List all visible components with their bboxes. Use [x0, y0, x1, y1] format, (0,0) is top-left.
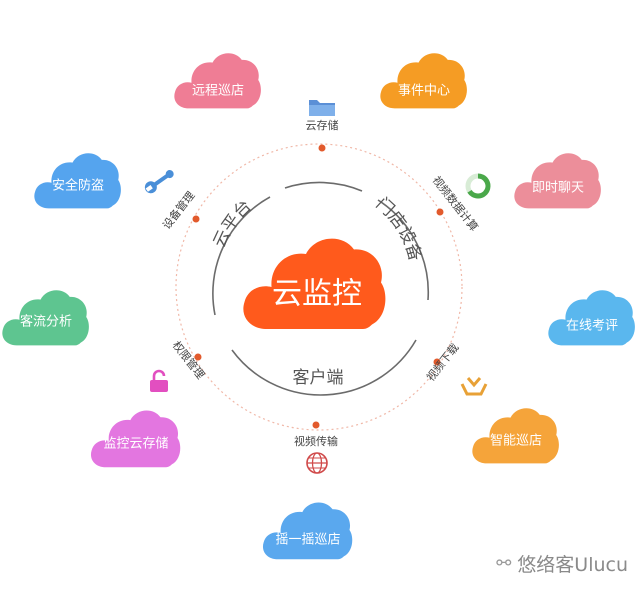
- arc-label-cloud-platform: 云平台: [210, 197, 256, 251]
- ring-node-video-compute[interactable]: 视频数据计算: [430, 173, 491, 234]
- ring-node-video-transfer[interactable]: 视频传输: [294, 421, 338, 474]
- progress-ring-icon: [465, 173, 491, 199]
- center-label: 云监控: [272, 277, 362, 312]
- inner-arcs: [212, 181, 430, 396]
- cloud-label: 智能巡店: [490, 434, 542, 449]
- cloud-label: 客流分析: [20, 314, 72, 330]
- lock-icon: [150, 369, 168, 392]
- cloud-label: 监控云存储: [103, 437, 168, 452]
- cloud-label: 即时聊天: [532, 181, 584, 196]
- cloud-label: 安全防盗: [52, 178, 104, 194]
- ring-node-video-download[interactable]: 视频下载: [423, 341, 488, 396]
- cloud-label: 事件中心: [398, 84, 450, 99]
- cloud-label: 远程巡店: [192, 84, 244, 99]
- feature-cloud-shake-patrol[interactable]: 摇一摇巡店: [262, 502, 353, 560]
- cloud-label: 在线考评: [566, 319, 618, 334]
- ring-node-label: 权限管理: [170, 338, 208, 381]
- tray-icon: [460, 377, 488, 396]
- feature-cloud-security[interactable]: 安全防盗: [34, 153, 121, 209]
- ring-node-permission[interactable]: 权限管理: [150, 338, 208, 392]
- arc-label-client: 客户端: [293, 368, 344, 388]
- feature-cloud-traffic-analysis[interactable]: 客流分析: [2, 290, 89, 346]
- ring-node-label: 视频数据计算: [430, 173, 482, 234]
- outer-ring: [175, 143, 463, 431]
- feature-cloud-online-evaluation[interactable]: 在线考评: [548, 290, 635, 346]
- feature-cloud-event-center[interactable]: 事件中心: [380, 53, 467, 109]
- cloud-label: 摇一摇巡店: [275, 533, 340, 548]
- ring-node-label: 设备管理: [159, 189, 197, 232]
- wrench-icon: [144, 170, 174, 194]
- folder-icon: [309, 100, 335, 116]
- ring-node-label: 视频下载: [423, 341, 461, 384]
- center-cloud[interactable]: 云监控: [243, 238, 386, 329]
- globe-icon: [306, 452, 328, 474]
- feature-cloud-smart-patrol[interactable]: 智能巡店: [472, 408, 559, 464]
- watermark-text: 悠络客Ulucu: [517, 554, 628, 576]
- ring-node-label: 视频传输: [294, 434, 338, 448]
- feature-cloud-instant-chat[interactable]: 即时聊天: [514, 153, 601, 209]
- arc-label-store-device: 门店设备: [372, 194, 425, 263]
- feature-cloud-monitor-storage[interactable]: 监控云存储: [90, 410, 181, 468]
- feature-cloud-remote-patrol[interactable]: 远程巡店: [174, 53, 261, 109]
- wechat-icon: ⚯: [496, 553, 512, 574]
- watermark: ⚯ 悠络客Ulucu: [496, 550, 628, 577]
- ring-node-cloud-storage[interactable]: 云存储: [306, 100, 339, 152]
- ring-node-label: 云存储: [306, 118, 339, 132]
